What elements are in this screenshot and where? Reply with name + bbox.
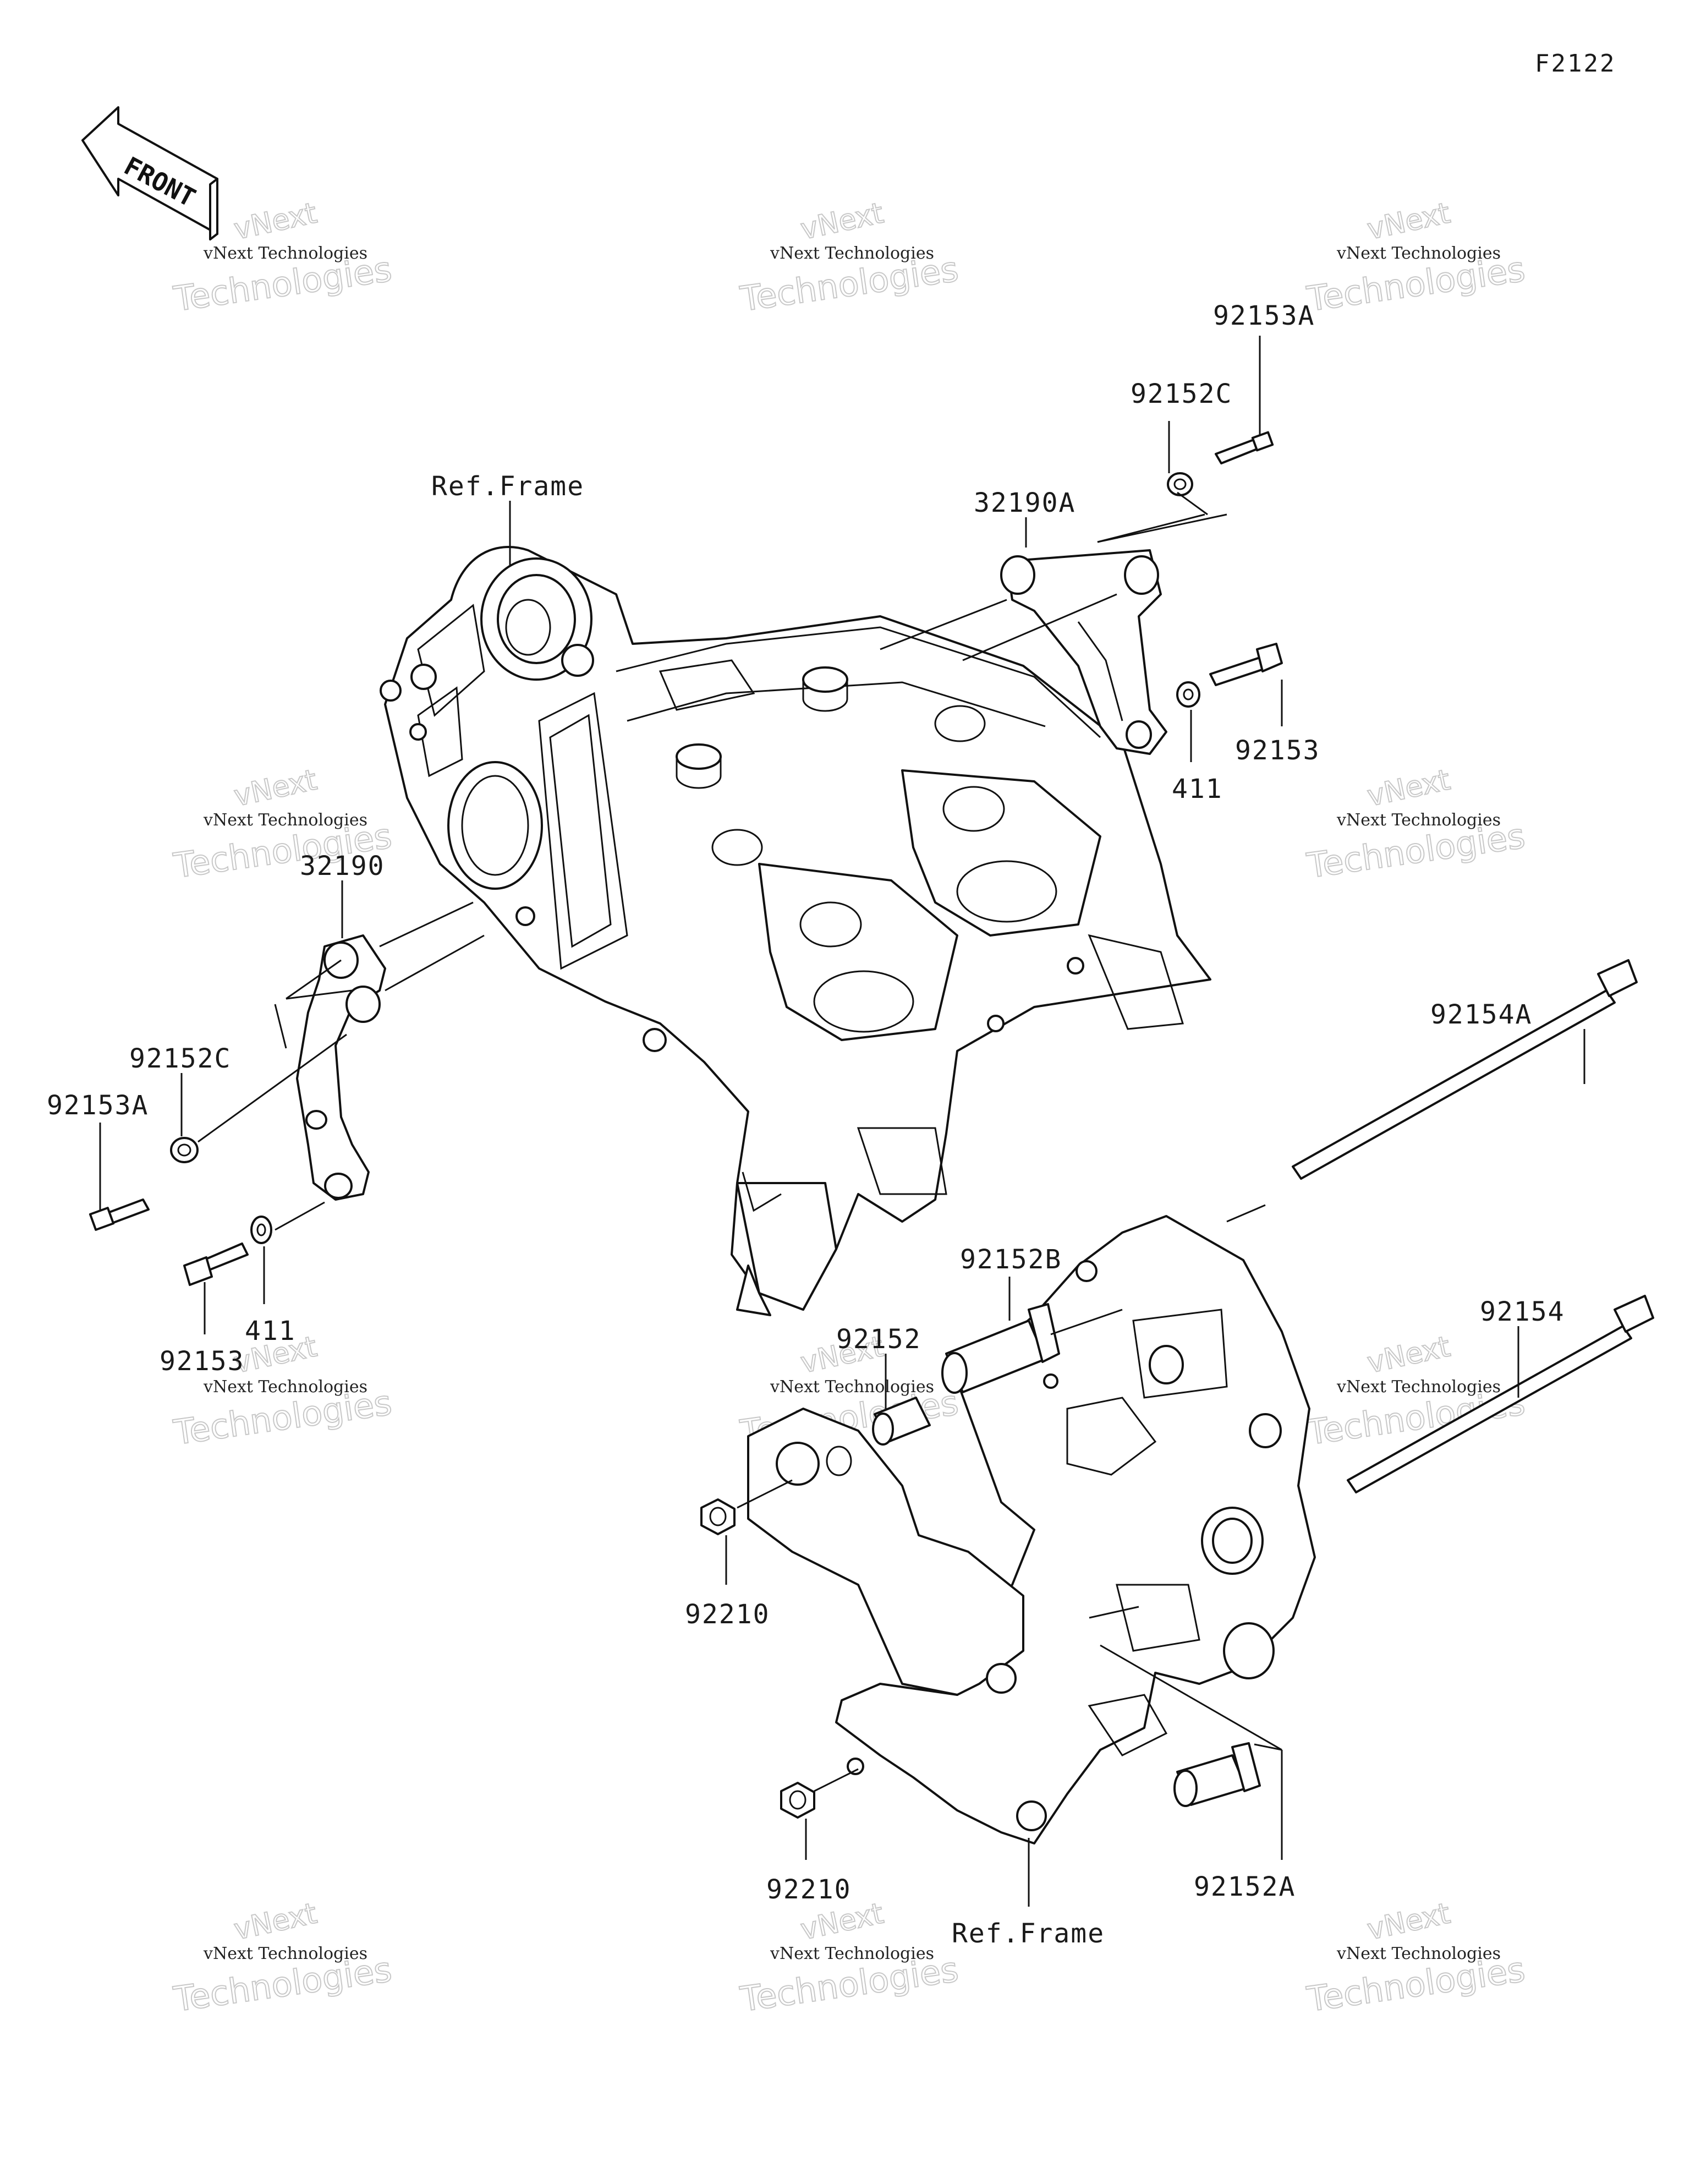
label-92152: 92152 <box>836 1324 921 1355</box>
label-ref-frame-top: Ref.Frame <box>431 471 584 502</box>
svg-text:vNext Technologies: vNext Technologies <box>203 811 367 830</box>
collar-92152a-icon <box>1173 1742 1261 1807</box>
label-92153a-left: 92153A <box>47 1090 149 1121</box>
long-bolt-92154-icon <box>1347 1295 1654 1493</box>
watermark-bottom-left: vNext vNext Technologies Technologies <box>171 1896 395 2020</box>
label-92210-lower: 92210 <box>766 1874 852 1905</box>
bolt-92153-left-icon <box>183 1242 249 1286</box>
watermark-top-right: vNext vNext Technologies Technologies <box>1304 196 1528 320</box>
watermark-mid-right: vNext vNext Technologies Technologies <box>1304 763 1528 886</box>
label-92152b: 92152B <box>960 1244 1062 1275</box>
svg-text:vNext: vNext <box>231 763 320 813</box>
label-411-left: 411 <box>245 1316 296 1346</box>
svg-text:vNext Technologies: vNext Technologies <box>770 1377 934 1397</box>
watermark-bottom-right: vNext vNext Technologies Technologies <box>1304 1896 1528 2020</box>
collar-92152-icon <box>872 1397 931 1446</box>
label-92154a: 92154A <box>1430 999 1532 1030</box>
washer-411-right-icon <box>1176 681 1200 708</box>
svg-text:vNext Technologies: vNext Technologies <box>1336 1377 1501 1397</box>
svg-text:vNext: vNext <box>1364 1330 1453 1380</box>
svg-text:vNext Technologies: vNext Technologies <box>1336 811 1501 830</box>
svg-text:vNext: vNext <box>1364 763 1453 813</box>
label-92152c-right: 92152C <box>1131 379 1232 409</box>
front-arrow-icon: FRONT <box>81 106 218 240</box>
svg-text:vNext Technologies: vNext Technologies <box>1336 244 1501 263</box>
washer-92152c-right-icon <box>1167 472 1193 496</box>
collar-92152b-icon <box>941 1303 1060 1394</box>
bolt-92153a-left-icon <box>89 1198 150 1231</box>
svg-text:vNext Technologies: vNext Technologies <box>203 1944 367 1963</box>
bolt-92153-right-icon <box>1209 643 1283 686</box>
svg-text:vNext: vNext <box>231 1897 320 1946</box>
svg-text:vNext: vNext <box>1364 196 1453 246</box>
leader-lines <box>99 336 1585 1907</box>
svg-text:vNext Technologies: vNext Technologies <box>203 1377 367 1397</box>
main-frame-drawing <box>380 546 1211 1316</box>
nut-92210-lower-icon <box>780 1782 815 1819</box>
label-92152c-left: 92152C <box>129 1043 231 1074</box>
label-ref-frame-bottom: Ref.Frame <box>952 1918 1105 1949</box>
label-92152a: 92152A <box>1194 1871 1296 1902</box>
label-32190a: 32190A <box>974 488 1076 518</box>
svg-text:vNext Technologies: vNext Technologies <box>770 1944 934 1963</box>
figure-code: F2122 <box>1535 50 1616 78</box>
watermark-lower-right: vNext vNext Technologies Technologies <box>1304 1329 1528 1453</box>
svg-text:vNext Technologies: vNext Technologies <box>203 244 367 263</box>
watermark-bottom-center: vNext vNext Technologies Technologies <box>737 1896 962 2020</box>
watermark-top-center: vNext vNext Technologies Technologies <box>737 196 962 320</box>
label-92154: 92154 <box>1480 1296 1565 1327</box>
label-92153-right: 92153 <box>1235 735 1320 766</box>
lower-frame-drawing <box>747 1215 1316 1844</box>
svg-text:vNext: vNext <box>1364 1897 1453 1946</box>
engine-bracket-32190a <box>1000 549 1167 755</box>
part-labels: Ref.Frame 32190A 92152C 92153A 92153 411… <box>47 300 1565 1949</box>
engine-bracket-32190 <box>296 934 386 1201</box>
svg-text:vNext: vNext <box>798 196 886 246</box>
nut-92210-upper-icon <box>700 1498 736 1535</box>
label-92153a-right: 92153A <box>1213 300 1315 331</box>
svg-text:vNext Technologies: vNext Technologies <box>770 244 934 263</box>
washer-411-left-icon <box>250 1216 272 1244</box>
washer-92152c-left-icon <box>170 1137 199 1163</box>
label-32190: 32190 <box>300 851 385 882</box>
label-411-right: 411 <box>1172 774 1223 804</box>
bolt-92153a-right-icon <box>1215 431 1274 464</box>
long-bolt-92154a-icon <box>1292 959 1638 1180</box>
svg-text:vNext Technologies: vNext Technologies <box>1336 1944 1501 1963</box>
label-92210-upper: 92210 <box>685 1599 770 1630</box>
label-92153-left: 92153 <box>160 1346 245 1377</box>
svg-text:vNext: vNext <box>231 196 320 246</box>
